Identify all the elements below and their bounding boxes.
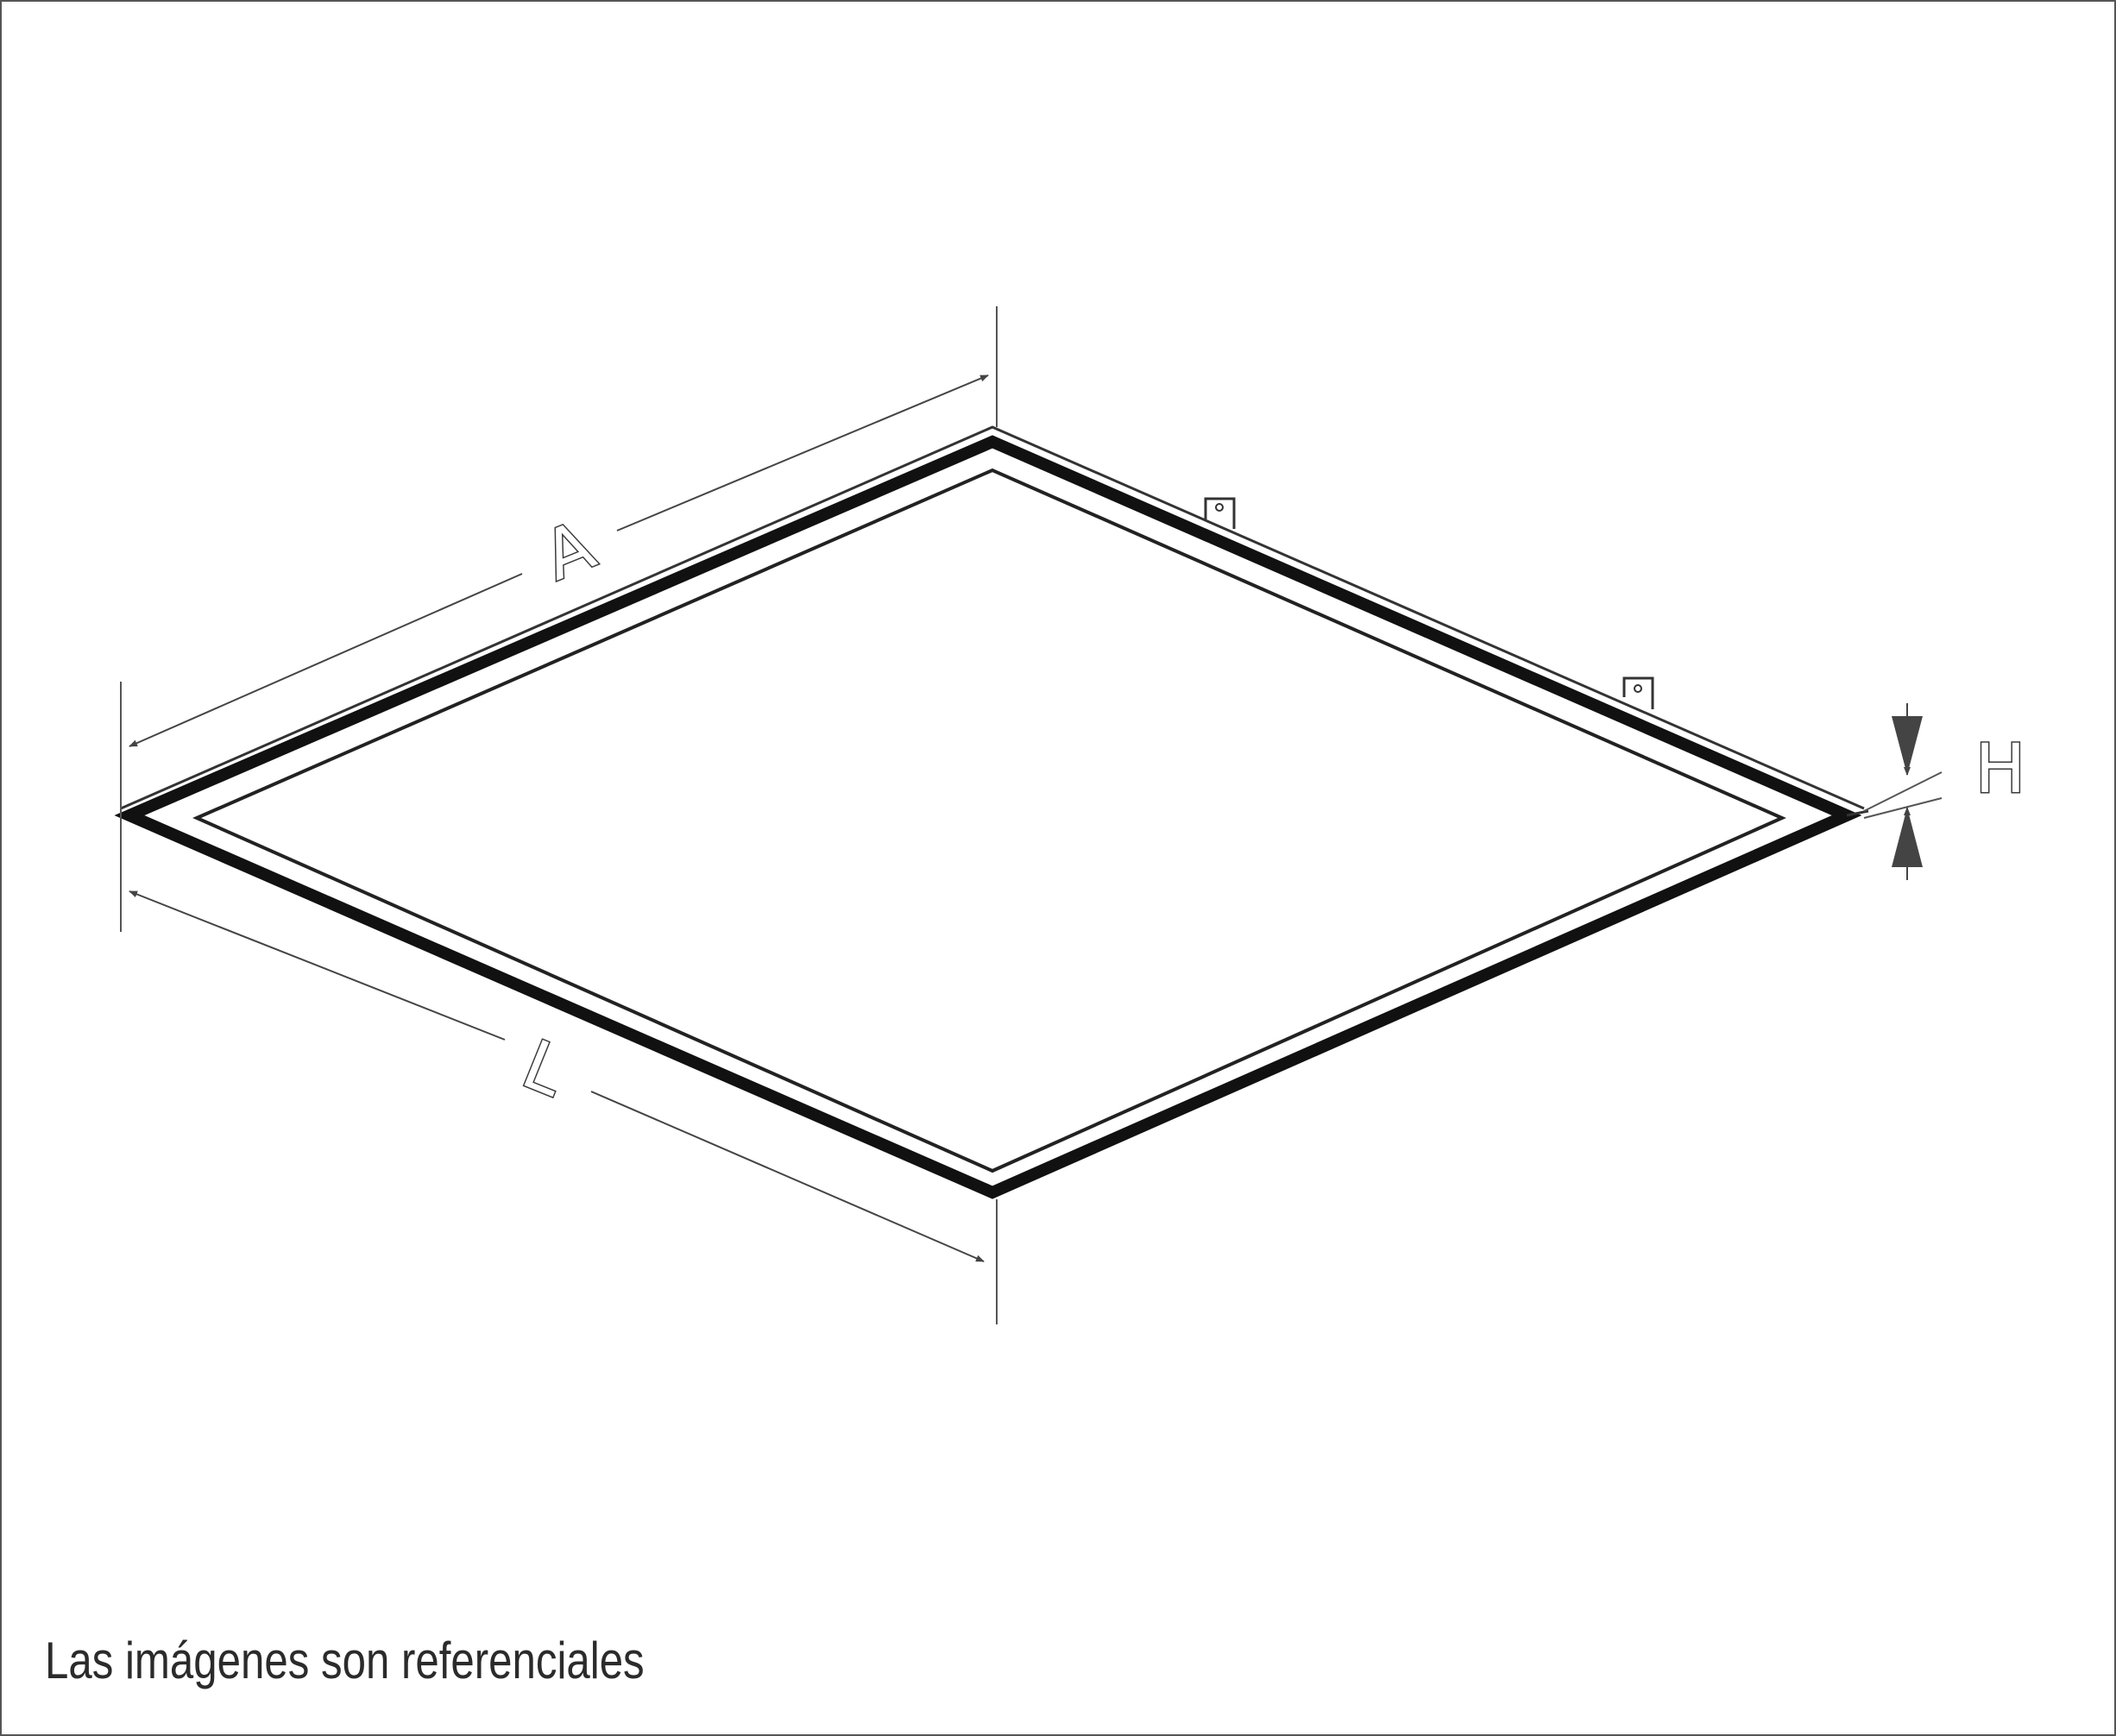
h-arrow-top-head [1892, 716, 1923, 775]
led-panel [114, 425, 1869, 1199]
h-arrow-bottom-head [1892, 808, 1923, 867]
panel-top-edge [120, 425, 1865, 810]
dimension-a-line [616, 374, 989, 531]
panel-frame [114, 435, 1862, 1199]
mounting-clip [1622, 676, 1654, 709]
panel-edge-thickness [1846, 809, 1869, 817]
dimension-a: A [129, 374, 989, 747]
extension-lines [120, 306, 1943, 1324]
dimension-h-label: H [1975, 731, 2026, 808]
dimension-l: L [129, 890, 985, 1262]
dimension-a-label: A [533, 506, 605, 595]
dimension-a-line [129, 573, 523, 747]
panel-diffuser-border [192, 468, 1786, 1173]
disclaimer-caption: Las imágenes son referenciales [45, 1632, 645, 1689]
dimension-l-label: L [512, 1026, 576, 1112]
dimension-l-line [129, 890, 506, 1041]
dimension-l-line [590, 1091, 985, 1262]
mounting-clip [1204, 497, 1236, 529]
dimension-h: H [1892, 703, 2027, 880]
